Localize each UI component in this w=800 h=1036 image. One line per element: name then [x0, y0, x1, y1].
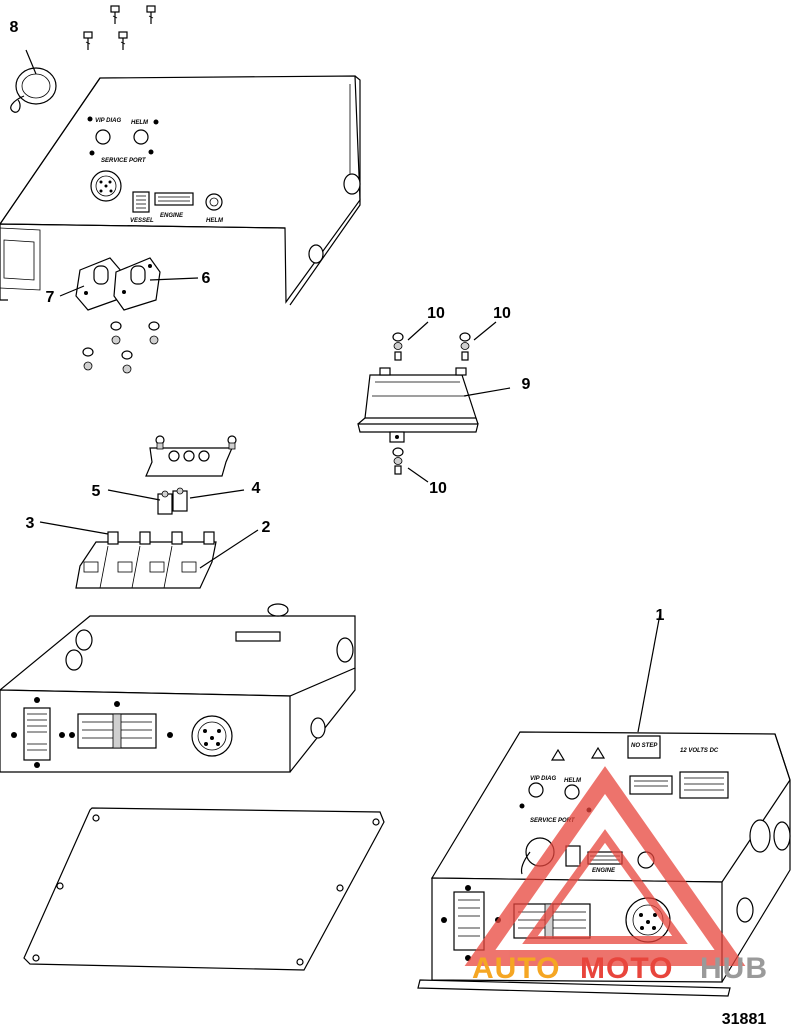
figure-number: 31881 [722, 1011, 767, 1028]
part-2-3-relays [39, 521, 259, 589]
label-engine-assembled: ENGINE [592, 868, 616, 874]
callout-2: 2 [262, 519, 271, 536]
part-4-5-fuses [107, 435, 245, 515]
label-engine: ENGINE [160, 213, 184, 219]
watermark-logo [464, 766, 746, 966]
label-helm-connector: HELM [206, 218, 224, 224]
callout-7: 7 [46, 289, 55, 306]
callout-5: 5 [92, 483, 101, 500]
label-service-port-assembled: SERVICE PORT [530, 818, 576, 824]
callout-10-c: 10 [429, 480, 447, 497]
callout-9: 9 [522, 376, 531, 393]
label-no-step: NO STEP [631, 743, 658, 749]
part-9-module [357, 321, 511, 483]
upper-cover: VIP DIAG HELM SERVICE PORT VESSEL ENGINE… [0, 75, 361, 306]
part-8-cap [10, 49, 57, 113]
base-plate [23, 807, 385, 971]
callout-10-a: 10 [427, 305, 445, 322]
callout-8: 8 [10, 19, 19, 36]
callout-10-b: 10 [493, 305, 511, 322]
part-6-7-breakers [59, 257, 199, 374]
label-vip-diag-assembled: VIP DIAG [530, 776, 556, 782]
callout-3: 3 [26, 515, 35, 532]
lower-base-box [0, 603, 356, 773]
label-service-port: SERVICE PORT [101, 158, 147, 164]
callout-6: 6 [202, 270, 211, 287]
label-helm: HELM [131, 120, 149, 126]
callout-1: 1 [656, 607, 665, 624]
watermark-text-auto: AUTO [472, 952, 560, 985]
label-vip-diag: VIP DIAG [95, 118, 121, 124]
callout-4: 4 [252, 480, 261, 497]
watermark-text-moto: MOTO [580, 952, 673, 985]
top-screws [83, 5, 156, 50]
label-voltage: 12 VOLTS DC [680, 748, 719, 754]
label-vessel: VESSEL [130, 218, 154, 224]
label-helm-assembled: HELM [564, 778, 582, 784]
watermark-text-hub: HUB [700, 952, 768, 985]
